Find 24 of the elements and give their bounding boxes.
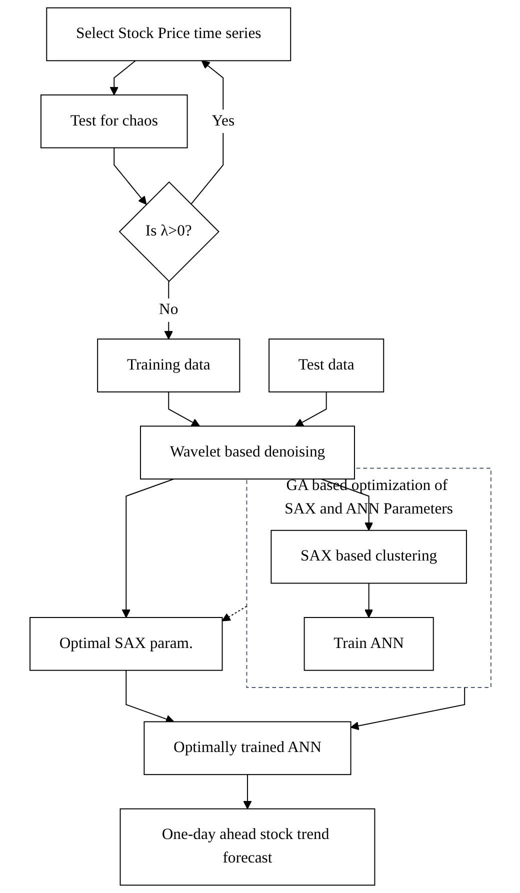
node-box: One-day ahead stock trend forecast: [119, 808, 375, 886]
node-box: Select Stock Price time series: [46, 7, 291, 62]
node-box: Train ANN: [303, 617, 434, 671]
arrow: [121, 478, 174, 618]
arrow: [168, 391, 200, 427]
arrow: [125, 670, 174, 724]
node-box: Training data: [96, 338, 240, 392]
edge-label: No: [158, 301, 178, 318]
node-box: SAX based clustering: [270, 530, 466, 584]
node-box: Optimally trained ANN: [143, 721, 351, 776]
node-diamond: Is λ>0?: [118, 181, 219, 282]
arrow: [190, 60, 224, 205]
arrow: [294, 391, 326, 427]
arrow: [242, 774, 252, 810]
node-box: Test for chaos: [40, 94, 188, 148]
arrow: [109, 60, 136, 96]
node-box: Optimal SAX param.: [29, 617, 222, 671]
node-box: Test data: [268, 338, 384, 392]
edge-label: Yes: [211, 112, 234, 130]
arrow: [221, 606, 247, 622]
arrow: [350, 686, 465, 730]
arrow: [113, 147, 146, 205]
arrow: [364, 582, 373, 618]
node-box: Wavelet based denoising: [140, 426, 354, 480]
